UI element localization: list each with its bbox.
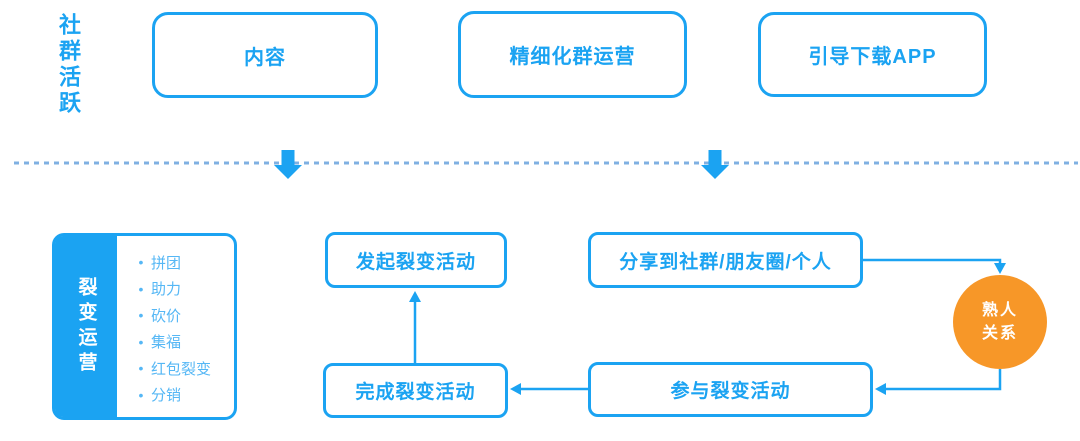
list-item: • 红包裂变 [133, 355, 228, 382]
tactic-label: 分销 [151, 387, 182, 405]
flow-box-participate-fission: 参与裂变活动 [588, 362, 873, 417]
connector-relation-to-participate [886, 369, 1002, 391]
fission-tactic-list: • 拼团 • 助力 • 砍价 • 集福 • 红包裂变 • 分销 [133, 249, 228, 408]
list-item: • 拼团 [133, 249, 228, 276]
fission-side-label: 裂变运营 [75, 276, 97, 377]
flow-box-initiate-label: 发起裂变活动 [355, 251, 476, 273]
relation-circle: 熟人 关系 [953, 275, 1047, 369]
flow-box-complete-label: 完成裂变活动 [355, 382, 476, 403]
arrowhead-left-icon [875, 383, 886, 395]
tactic-label: 集福 [151, 334, 182, 352]
top-box-content: 内容 [152, 12, 378, 98]
list-item: • 分销 [133, 382, 228, 409]
list-item: • 助力 [133, 276, 228, 303]
down-arrow-icon [701, 150, 729, 179]
tactic-label: 拼团 [151, 254, 182, 272]
flow-box-share: 分享到社群/朋友圈/个人 [588, 232, 863, 288]
arrowhead-down-icon [994, 263, 1006, 274]
flow-box-initiate-fission: 发起裂变活动 [325, 232, 507, 288]
relation-line2: 关系 [981, 325, 1018, 342]
connector-share-to-relation [863, 258, 1002, 264]
top-box-group-operation-label: 精细化群运营 [509, 46, 636, 68]
bullet-icon: • [138, 360, 144, 377]
top-box-group-operation: 精细化群运营 [458, 11, 687, 98]
tactic-label: 助力 [151, 281, 182, 299]
list-item: • 砍价 [133, 302, 228, 329]
top-box-download-app-label: 引导下载APP [808, 46, 937, 68]
bullet-icon: • [138, 333, 144, 350]
arrowhead-left-icon [510, 383, 521, 395]
arrowhead-up-icon [409, 291, 421, 302]
top-box-content-label: 内容 [244, 46, 286, 69]
top-side-label: 社群活跃 [56, 13, 81, 117]
flow-box-complete-fission: 完成裂变活动 [323, 363, 508, 418]
down-arrow-icon [274, 150, 302, 179]
top-box-download-app: 引导下载APP [758, 12, 987, 97]
tactic-label: 砍价 [151, 307, 182, 325]
tactic-label: 红包裂变 [151, 360, 212, 378]
bullet-icon: • [138, 307, 144, 324]
flow-box-share-label: 分享到社群/朋友圈/个人 [619, 251, 832, 273]
fission-tactics-panel: 裂变运营 • 拼团 • 助力 • 砍价 • 集福 • 红包裂变 [52, 233, 237, 420]
relation-line1: 熟人 [981, 302, 1018, 319]
bullet-icon: • [138, 280, 144, 297]
bullet-icon: • [138, 386, 144, 403]
fission-side-label-panel: 裂变运营 [55, 236, 117, 417]
list-item: • 集福 [133, 329, 228, 356]
bullet-icon: • [138, 254, 144, 271]
flow-box-participate-label: 参与裂变活动 [670, 381, 791, 402]
